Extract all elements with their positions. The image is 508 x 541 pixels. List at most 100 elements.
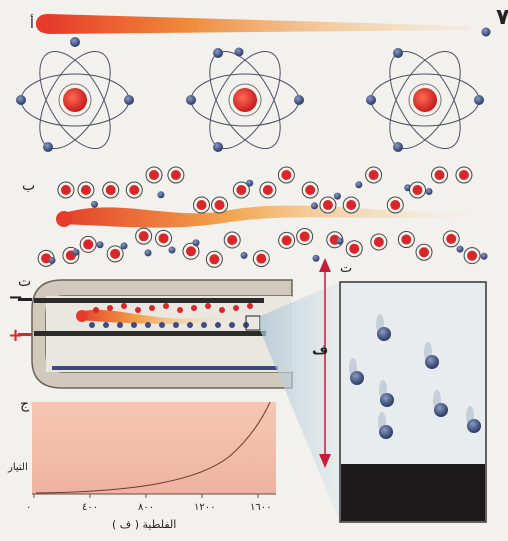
incoming-particle-b — [56, 211, 72, 227]
ion — [253, 251, 269, 267]
tube-ion — [205, 303, 211, 309]
ion — [464, 248, 480, 264]
ion — [410, 182, 426, 198]
tube-electron — [117, 322, 123, 328]
pos-wire — [18, 333, 32, 336]
free-electron — [241, 252, 248, 259]
panel-b-label: ب — [22, 178, 35, 194]
ion — [297, 229, 313, 245]
nucleus — [233, 88, 257, 112]
electron — [366, 95, 376, 105]
ion — [260, 182, 276, 198]
ion — [80, 236, 96, 252]
stray-electron-a1 — [482, 28, 491, 37]
tube-electron — [89, 322, 95, 328]
ion — [416, 244, 432, 260]
atom — [16, 37, 134, 160]
free-electron — [426, 188, 433, 195]
free-electron — [481, 253, 488, 260]
incoming-particle-a — [36, 15, 54, 33]
negative-terminal-sign: − — [8, 287, 23, 308]
ion — [136, 228, 152, 244]
free-electron — [121, 242, 128, 249]
ion — [432, 167, 448, 183]
ion — [279, 232, 295, 248]
electron — [213, 142, 223, 152]
tube-electron — [131, 322, 137, 328]
electron — [393, 142, 403, 152]
free-electron — [157, 191, 164, 198]
tube-ion — [163, 303, 169, 309]
electron — [186, 95, 196, 105]
zoom-electron — [380, 393, 394, 407]
lower-plate — [52, 366, 278, 370]
ion — [443, 231, 459, 247]
atom — [366, 40, 484, 160]
free-electron — [246, 180, 253, 187]
zoom-electron — [377, 327, 391, 341]
tube-electron — [229, 322, 235, 328]
zoom-plate — [341, 464, 485, 521]
free-electron — [457, 246, 464, 253]
free-electron — [337, 238, 344, 245]
x-tick-label: ٠ — [26, 502, 31, 513]
x-tick-label: ١٦٠٠ — [250, 502, 271, 513]
electron — [16, 95, 26, 105]
tube-electron — [173, 322, 179, 328]
tube-ion — [177, 307, 183, 313]
ion — [346, 241, 362, 257]
tube-ion — [233, 305, 239, 311]
ion — [194, 197, 210, 213]
tube-ion — [149, 305, 155, 311]
ion — [78, 182, 94, 198]
tube-electron — [215, 322, 221, 328]
ion — [146, 167, 162, 183]
tube-ion — [247, 303, 253, 309]
ion — [371, 234, 387, 250]
electron — [294, 95, 304, 105]
ion — [168, 167, 184, 183]
free-electron — [49, 257, 56, 264]
tube-ion — [135, 307, 141, 313]
free-electron — [311, 202, 318, 209]
ion — [302, 182, 318, 198]
gap-label-top: ت — [340, 261, 352, 276]
electron — [43, 142, 53, 152]
free-electron — [169, 247, 176, 254]
free-electron — [73, 249, 80, 256]
tube-electron — [201, 322, 207, 328]
ion — [58, 182, 74, 198]
x-tick-label: ١٢٠٠ — [194, 502, 215, 513]
ion — [156, 230, 172, 246]
zoom-electron — [379, 425, 393, 439]
ion — [103, 182, 119, 198]
tube-electron — [103, 322, 109, 328]
ion — [320, 197, 336, 213]
ion — [366, 167, 382, 183]
ion — [224, 232, 240, 248]
graph-y-label: التيار — [7, 462, 28, 473]
electron — [124, 95, 134, 105]
free-electron — [334, 193, 341, 200]
zoom-electron — [467, 419, 481, 433]
ion — [343, 197, 359, 213]
nucleus — [413, 88, 437, 112]
tube-ion — [121, 303, 127, 309]
particle-streak-b — [60, 205, 470, 227]
tube-electron — [159, 322, 165, 328]
ion — [126, 182, 142, 198]
panel-b: ب — [22, 167, 488, 267]
tube-incoming-particle — [76, 310, 88, 322]
tube-electron — [145, 322, 151, 328]
ion — [387, 197, 403, 213]
atom — [186, 40, 304, 160]
x-tick-label: ٤٠٠ — [82, 502, 98, 513]
anode-plate — [34, 331, 266, 336]
panel-d-label: ج — [20, 396, 30, 412]
ion — [456, 167, 472, 183]
zoom-electron — [350, 371, 364, 385]
electron — [474, 95, 484, 105]
neg-wire — [18, 298, 32, 301]
cathode-plate — [34, 298, 264, 303]
